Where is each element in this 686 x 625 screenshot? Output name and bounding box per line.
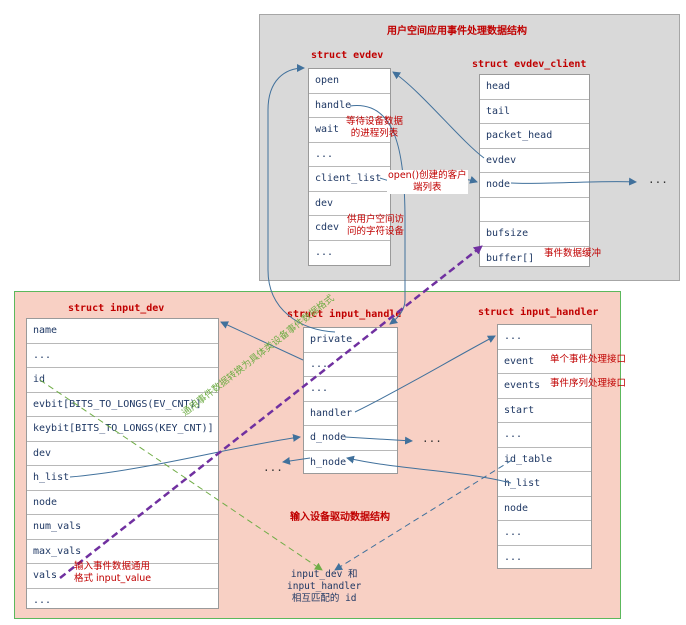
event-note: 单个事件处理接口: [550, 354, 627, 365]
evdev-client-title: struct evdev_client: [472, 59, 587, 70]
arrow-h-list-to-d-node: [69, 433, 301, 478]
h-node-continuation: ...: [263, 461, 283, 474]
evdev-field: handle: [309, 94, 390, 118]
input-handle-struct: private ... ... handler d_node h_node: [303, 327, 398, 474]
cdev-note: 供用户空间访 问的字符设备: [347, 214, 404, 238]
cdev-note-line: 问的字符设备: [347, 226, 405, 237]
input-handler-field: ...: [498, 521, 591, 546]
client-list-note-line: 端列表: [413, 182, 442, 193]
input-dev-field: node: [27, 491, 218, 515]
evdev-field: client_list: [309, 167, 390, 192]
input-dev-field: h_list: [27, 466, 218, 491]
wait-note-line: 等待设备数据: [346, 116, 404, 127]
input-handler-title: struct input_handler: [478, 307, 599, 318]
arrow-handle-to-handle: [349, 105, 406, 325]
vals-note-line: 格式 input_value: [74, 573, 152, 584]
arrow-handler-to-input-handler: [354, 335, 496, 413]
input-handle-field: private: [304, 328, 397, 353]
input-dev-field: num_vals: [27, 515, 218, 540]
diagonal-conversion-arrow: [59, 245, 483, 579]
input-dev-field: max_vals: [27, 540, 218, 564]
arrow-private-to-evdev: [267, 64, 336, 333]
input-dev-title: struct input_dev: [68, 303, 165, 314]
input-handler-struct: ... event events start ... id_table h_li…: [497, 324, 592, 569]
input-dev-field: name: [27, 319, 218, 344]
evdev-title: struct evdev: [311, 50, 384, 61]
input-handle-field: h_node: [310, 456, 347, 468]
match-id-from-input-dev: [39, 379, 323, 571]
evdev-field: cdev: [309, 216, 390, 241]
client-list-continuation: ...: [648, 173, 668, 186]
vals-note-line: 输入事件数据通用: [74, 561, 151, 572]
match-id-caption-line: input_handler: [287, 581, 362, 592]
input-handler-field: ...: [498, 423, 591, 448]
input-handle-field: d_node: [304, 426, 397, 451]
input-dev-field: evbit[BITS_TO_LONGS(EV_CNT)]: [27, 393, 218, 417]
evdev-field: open: [309, 69, 390, 94]
input-dev-field: keybit[BITS_TO_LONGS(KEY_CNT)]: [27, 417, 218, 442]
client-list-note: open()创建的客户 端列表: [387, 170, 468, 194]
input-dev-field: ...: [33, 594, 52, 606]
evdev-client-field: [480, 198, 589, 222]
vals-note: 输入事件数据通用 格式 input_value: [74, 561, 151, 585]
input-handler-field: event: [498, 350, 591, 374]
evdev-client-field: tail: [480, 100, 589, 124]
input-handle-title: struct input_handle: [287, 309, 402, 320]
arrow-node-to-next: [510, 177, 637, 186]
input-handle-field: handler: [304, 402, 397, 426]
match-id-caption: input_dev 和 input_handler 相互匹配的 id: [287, 569, 361, 605]
evdev-field: ...: [315, 246, 334, 258]
input-dev-field: dev: [27, 442, 218, 466]
events-note: 事件序列处理接口: [550, 378, 627, 389]
evdev-field: ...: [309, 143, 390, 167]
match-id-caption-line: 相互匹配的 id: [291, 593, 357, 604]
input-handler-field: start: [498, 399, 591, 423]
evdev-client-field: buffer[]: [486, 252, 535, 264]
input-handler-field: node: [498, 497, 591, 521]
wait-note: 等待设备数据 的进程列表: [346, 116, 403, 140]
input-dev-field: vals: [27, 564, 218, 589]
input-dev-field: ...: [27, 344, 218, 368]
input-handler-field: ...: [498, 325, 591, 350]
evdev-client-field: packet_head: [480, 124, 589, 149]
input-handler-field: ...: [504, 551, 523, 563]
evdev-client-field: head: [480, 75, 589, 100]
arrow-client-evdev-to-evdev: [392, 71, 485, 159]
wait-note-line: 的进程列表: [350, 128, 399, 139]
d-node-continuation: ...: [422, 432, 442, 445]
evdev-client-field: evdev: [480, 149, 589, 173]
arrow-handler-h-list-to-h-node: [346, 455, 512, 484]
input-handle-field: ...: [304, 377, 397, 402]
input-handler-field: h_list: [498, 472, 591, 497]
evdev-client-field: node: [480, 173, 589, 198]
evdev-client-struct: head tail packet_head evdev node bufsize…: [479, 74, 590, 267]
evdev-struct: open handle wait ... client_list dev cde…: [308, 68, 391, 266]
arrow-d-node-to-next: [344, 436, 413, 445]
cdev-note-line: 供用户空间访: [347, 214, 405, 225]
input-dev-struct: name ... id evbit[BITS_TO_LONGS(EV_CNT)]…: [26, 318, 219, 609]
evdev-client-field: bufsize: [480, 222, 589, 247]
input-handler-field: events: [498, 374, 591, 399]
kernel-space-title: 输入设备驱动数据结构: [290, 512, 390, 523]
input-handler-field: id_table: [498, 448, 591, 472]
user-space-title: 用户空间应用事件处理数据结构: [387, 26, 527, 37]
arrow-h-node-to-prev: [282, 457, 311, 465]
buffer-note: 事件数据缓冲: [544, 248, 602, 259]
client-list-note-line: open()创建的客户: [388, 170, 467, 181]
evdev-field: dev: [309, 192, 390, 216]
input-dev-field: id: [27, 368, 218, 393]
evdev-field: wait: [309, 118, 390, 143]
match-id-caption-line: input_dev 和: [290, 569, 358, 580]
match-id-from-input-handler: [334, 459, 513, 571]
input-handle-field: ...: [304, 353, 397, 377]
arrow-handle-to-input-dev: [220, 321, 304, 361]
